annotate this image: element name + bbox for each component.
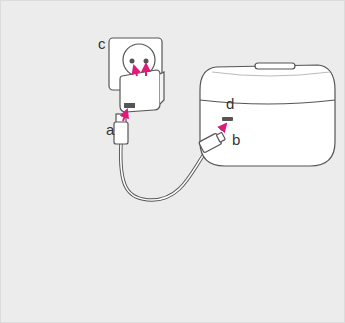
callout-letter: a (106, 122, 114, 137)
lid-edge (212, 72, 330, 76)
insert-arrow (134, 66, 137, 76)
adapter-usb-port (124, 103, 135, 108)
cable (121, 143, 207, 200)
socket-hole (130, 59, 135, 64)
callout-letter: c (98, 36, 106, 51)
charging-case (200, 65, 335, 166)
case-hinge (255, 63, 295, 69)
usb-c-plug (199, 131, 227, 153)
callout-letter: b (232, 132, 240, 147)
cable-highlight (121, 143, 207, 200)
callout-letter: d (226, 96, 234, 111)
insert-arrow (221, 124, 226, 130)
insert-arrow (145, 64, 147, 76)
charging-port (222, 117, 233, 121)
usb-a-plug (114, 122, 128, 144)
case-seam (200, 100, 335, 104)
power-adapter (120, 70, 160, 112)
socket-hole (144, 59, 149, 64)
insert-arrow (123, 110, 127, 121)
adapter-side (160, 72, 164, 104)
